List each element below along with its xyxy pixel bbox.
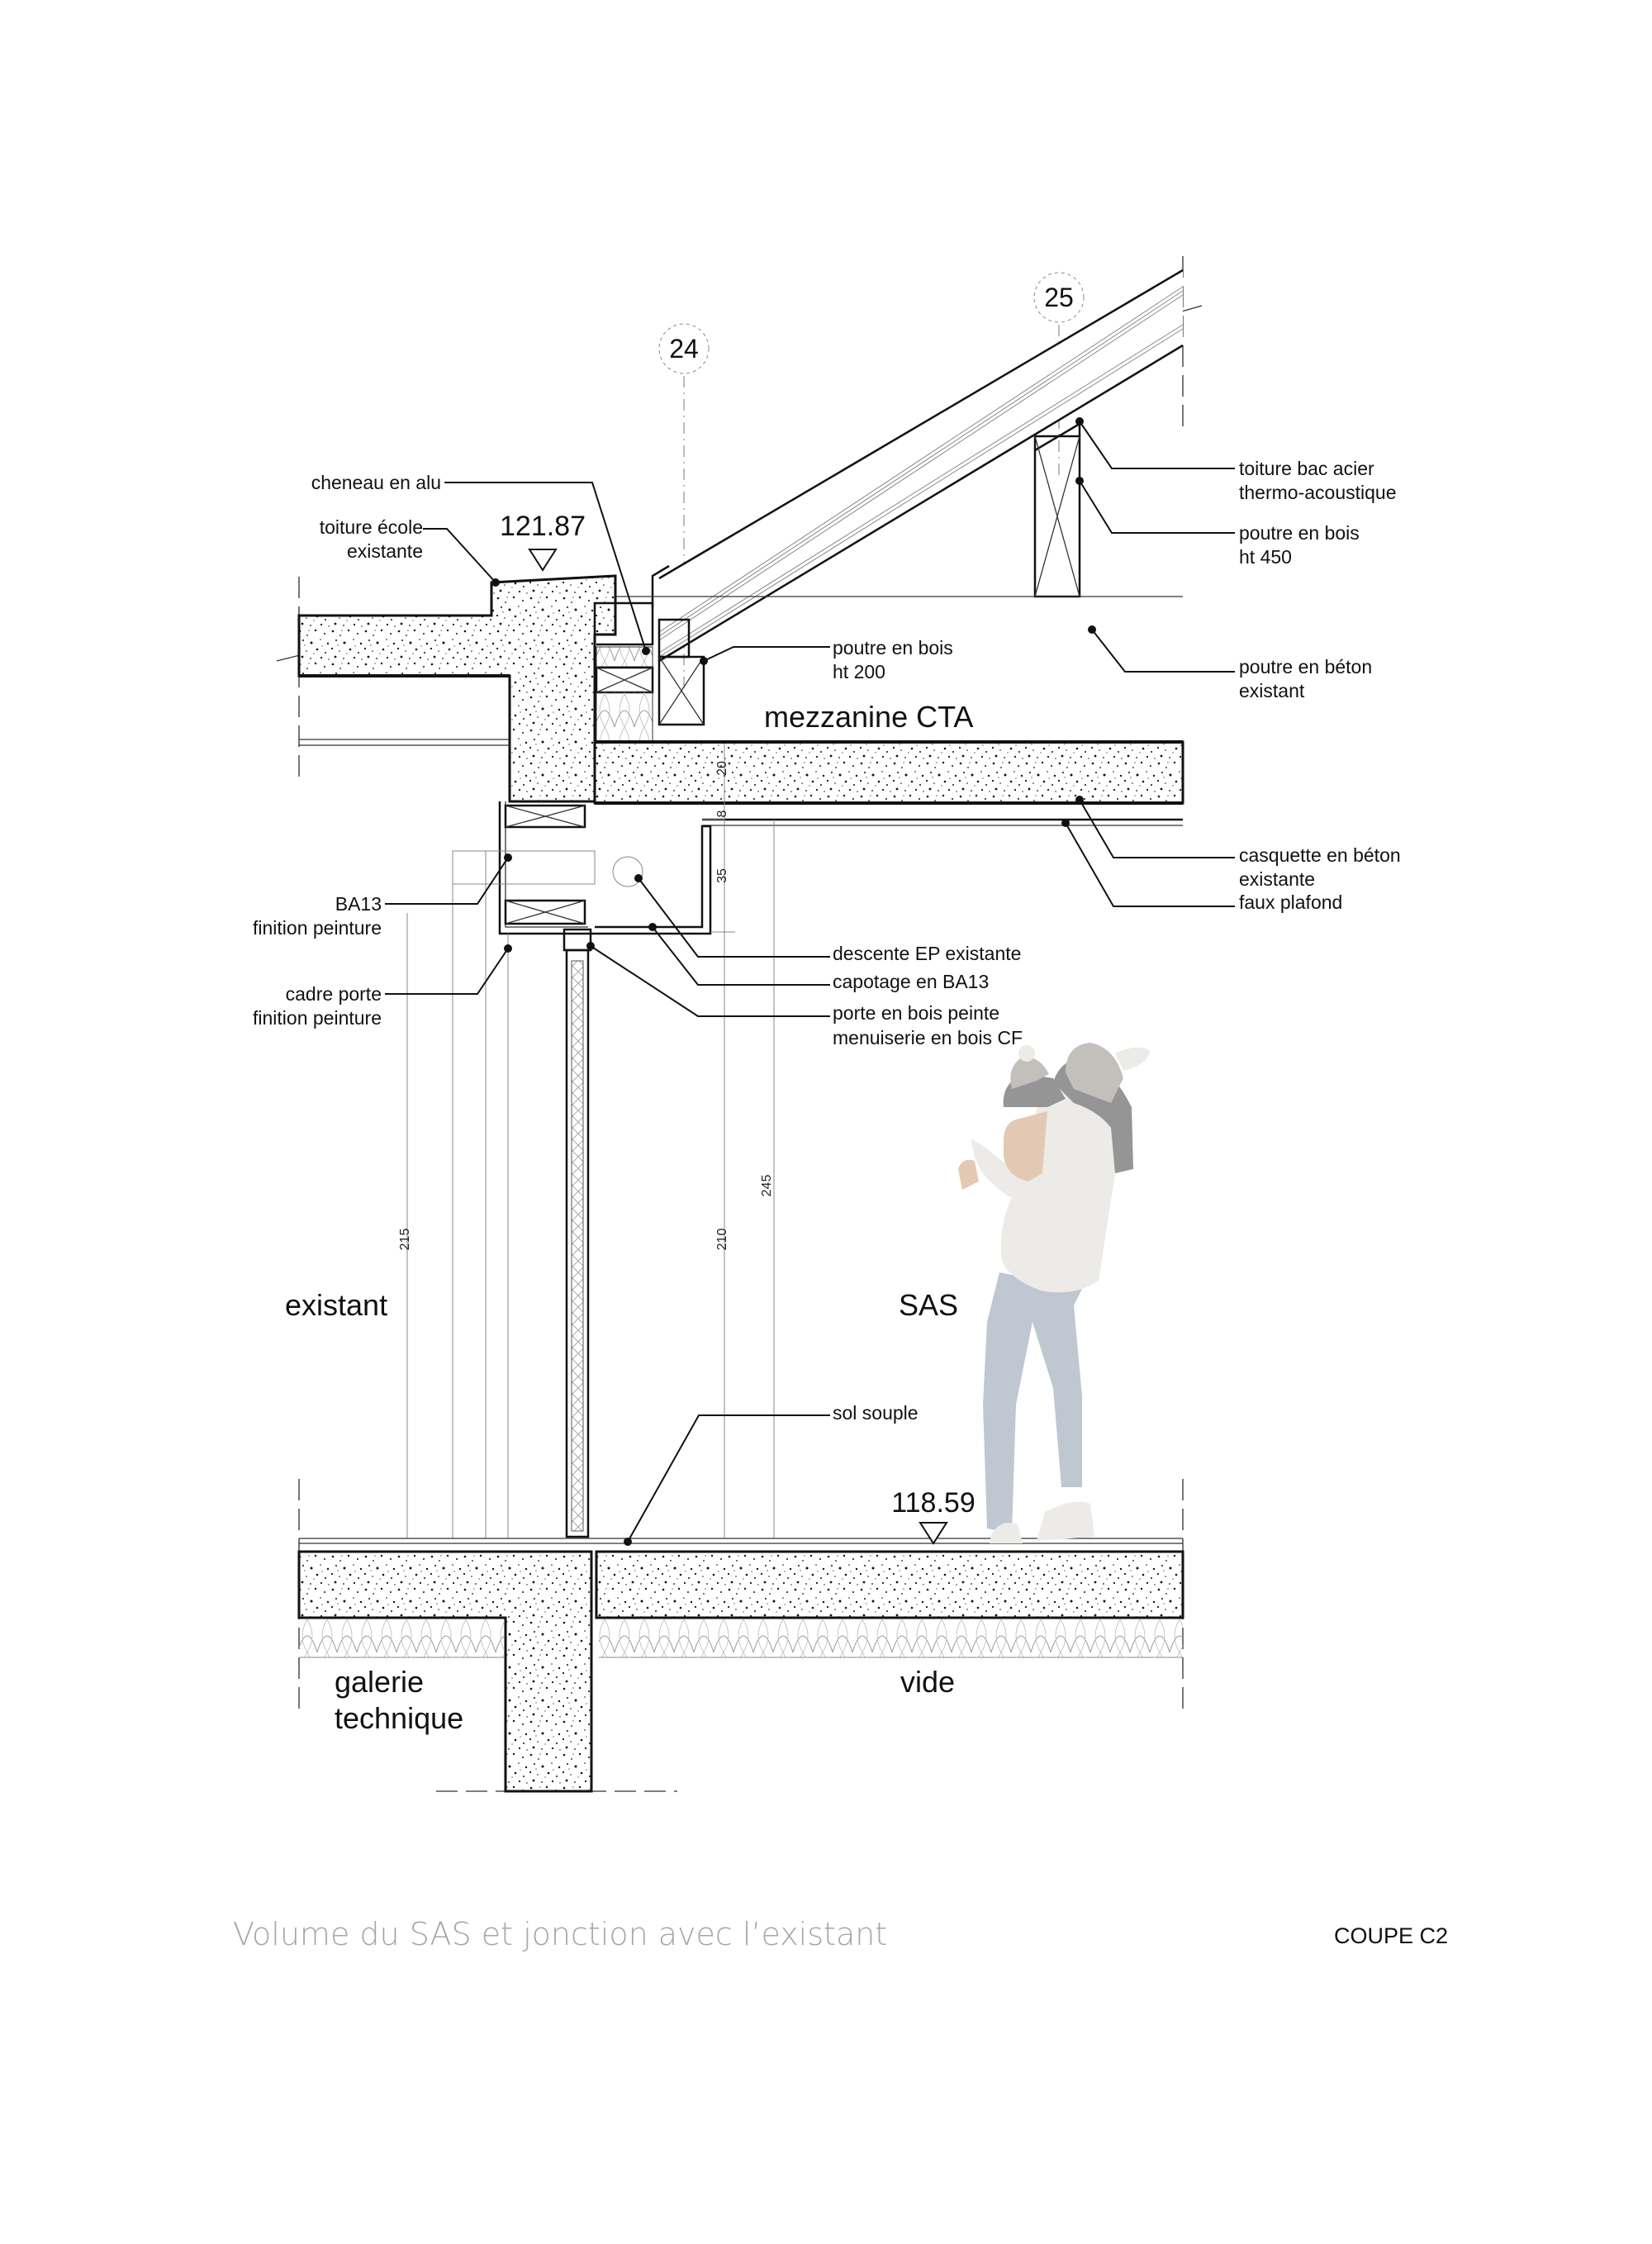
leader-flooring xyxy=(624,1414,830,1546)
label-timber-450-1: poutre en bois xyxy=(1239,522,1360,544)
label-door-2: menuiserie en bois CF xyxy=(833,1027,1023,1048)
axis-bubble-25 xyxy=(1033,272,1085,323)
leader-gutter xyxy=(444,482,650,655)
dim-plenum: 8 xyxy=(715,810,729,817)
label-boxing: capotage en BA13 xyxy=(833,971,989,992)
room-gallery-1: galerie xyxy=(335,1665,424,1699)
scale-figure-people xyxy=(958,1043,1150,1543)
level-triangle-icon xyxy=(919,1522,948,1545)
floor-slab-left xyxy=(297,1550,593,1793)
leader-timber-450 xyxy=(1075,477,1235,534)
timber-beam-200 xyxy=(657,618,705,726)
drawing-caption: Volume du SAS et jonction avec l’existan… xyxy=(233,1916,887,1952)
level-marker-roof: 121.87 xyxy=(500,511,586,572)
axis-bubble-24 xyxy=(658,323,710,374)
dim-soffit: 35 xyxy=(715,868,729,883)
label-concrete-beam-2: existant xyxy=(1239,680,1305,701)
room-gallery-2: technique xyxy=(335,1701,463,1735)
concrete-canopy-slab xyxy=(593,740,1184,805)
room-mezzanine: mezzanine CTA xyxy=(764,700,973,734)
label-timber-200-1: poutre en bois xyxy=(833,637,953,658)
leader-ba13 xyxy=(385,853,512,905)
leader-timber-200 xyxy=(700,646,830,665)
level-triangle-icon xyxy=(528,549,558,572)
leader-steel-roof xyxy=(1075,417,1235,469)
leader-concrete-beam xyxy=(1088,625,1235,673)
label-door-frame-2: finition peinture xyxy=(253,1007,382,1029)
floor-slab-right xyxy=(595,1550,1184,1619)
level-value-roof: 121.87 xyxy=(500,511,586,542)
ba13-boxing xyxy=(452,801,712,935)
label-canopy-1: casquette en béton xyxy=(1239,844,1401,866)
leader-school-roof xyxy=(423,528,500,587)
insulation-right xyxy=(599,1619,1183,1657)
label-door-frame-1: cadre porte xyxy=(286,983,382,1005)
section-id: COUPE C2 xyxy=(1334,1923,1448,1948)
label-timber-200-2: ht 200 xyxy=(833,661,885,682)
label-timber-450-2: ht 450 xyxy=(1239,546,1292,568)
leader-door-frame xyxy=(385,944,512,995)
axis-label-24: 24 xyxy=(669,334,699,364)
dimension-lines xyxy=(406,744,775,1538)
label-false-ceiling: faux plafond xyxy=(1239,891,1342,913)
dim-door-right: 210 xyxy=(715,1229,729,1251)
room-sas: SAS xyxy=(899,1288,958,1322)
label-downpipe: descente EP existante xyxy=(833,943,1021,964)
level-value-floor: 118.59 xyxy=(891,1487,975,1519)
leader-boxing xyxy=(648,923,830,986)
steel-roof xyxy=(651,269,1184,663)
label-ba13-2: finition peinture xyxy=(253,917,382,939)
label-concrete-beam-1: poutre en béton xyxy=(1239,656,1372,677)
leader-downpipe xyxy=(634,874,830,958)
level-marker-floor: 118.59 xyxy=(891,1487,976,1545)
room-void: vide xyxy=(900,1665,955,1699)
label-ba13-1: BA13 xyxy=(335,893,382,915)
label-door-1: porte en bois peinte xyxy=(833,1002,999,1024)
timber-beam-450 xyxy=(1033,421,1081,598)
dim-ceiling: 245 xyxy=(760,1175,774,1197)
leader-canopy xyxy=(1075,796,1235,858)
door-frame xyxy=(563,928,592,1538)
label-canopy-2: existante xyxy=(1239,868,1315,890)
insulation-left xyxy=(299,1619,504,1657)
label-school-roof-1: toiture école xyxy=(320,516,423,538)
dim-door-left: 215 xyxy=(398,1229,412,1251)
room-existing: existant xyxy=(285,1288,387,1322)
axis-label-25: 25 xyxy=(1044,283,1074,312)
label-steel-roof-2: thermo-acoustique xyxy=(1239,482,1397,503)
leader-door xyxy=(586,942,830,1017)
dim-slab: 20 xyxy=(715,761,729,776)
downpipe xyxy=(612,856,643,887)
label-steel-roof-1: toiture bac acier xyxy=(1239,458,1374,479)
label-flooring: sol souple xyxy=(833,1402,919,1424)
existing-roof-slab xyxy=(297,574,617,803)
label-school-roof-2: existante xyxy=(347,540,423,562)
label-gutter: cheneau en alu xyxy=(311,472,441,493)
leader-false-ceiling xyxy=(1061,819,1235,907)
